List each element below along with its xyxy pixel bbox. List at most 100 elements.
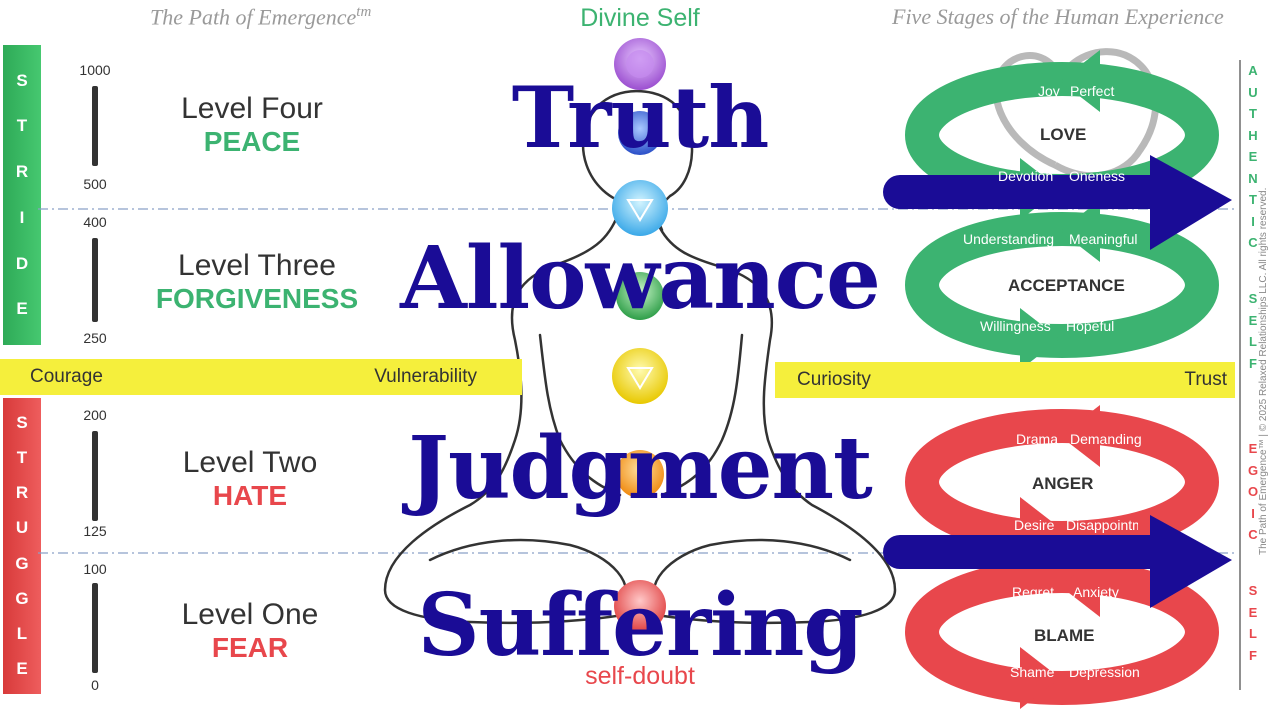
crown-chakra [614, 38, 666, 90]
authentic-letter: A [1248, 63, 1258, 78]
egoic-arrow [883, 515, 1232, 608]
struggle-letter: G [15, 553, 29, 573]
cycle-label: Oneness [1069, 168, 1126, 184]
divine-self-label: Divine Self [580, 4, 700, 32]
level-name: Level Four [181, 92, 323, 125]
stride-letter: E [16, 299, 28, 319]
self-doubt-label: self-doubt [585, 662, 695, 690]
struggle-letter: L [16, 623, 28, 643]
cycle-label: Anxiety [1073, 584, 1119, 600]
cycle-label: Joy [1038, 83, 1060, 99]
band-trust-label: Trust [1184, 369, 1227, 390]
authentic-arrow [883, 155, 1232, 250]
solar-plexus-chakra [612, 348, 668, 404]
authentic-letter: N [1248, 170, 1258, 186]
level-four: Level Four PEACE [142, 92, 362, 158]
struggle-letter: E [16, 658, 28, 678]
scale-number: 0 [91, 677, 99, 693]
level-emotion: HATE [212, 480, 288, 511]
cycle-title-acceptance: ACCEPTANCE [1008, 276, 1125, 295]
diagram-title-right: Five Stages of the Human Experience [892, 4, 1224, 29]
stride-letter: I [19, 207, 25, 227]
egoic-letter: G [1247, 462, 1259, 478]
third-eye-chakra [618, 111, 662, 155]
scale-number: 1000 [79, 62, 111, 78]
egoic-self-letter: F [1249, 647, 1257, 663]
root-chakra [614, 580, 666, 632]
egoic-self-letter: E [1248, 604, 1258, 620]
stride-letter: D [15, 253, 29, 273]
egoic-self-letter: S [1248, 583, 1258, 598]
stride-letter: S [16, 70, 28, 90]
egoic-letter: C [1248, 527, 1258, 542]
cycle-label: Desire [1014, 517, 1055, 533]
level-name: Level Three [178, 249, 336, 282]
word-judgment: Judgment [408, 418, 872, 519]
authentic-self-letter: L [1249, 334, 1257, 349]
egoic-letter: O [1247, 484, 1259, 499]
cycle-label: Disappointment [1066, 517, 1138, 533]
scale-number: 500 [83, 176, 107, 192]
authentic-letter: I [1251, 213, 1255, 229]
authentic-letter: U [1248, 84, 1258, 100]
scale-bar [92, 431, 98, 521]
diagram-title-left: The Path of Emergencetm [150, 4, 371, 30]
level-emotion: FORGIVENESS [155, 283, 359, 314]
egoic-letter: I [1251, 505, 1255, 521]
scale-bar [92, 86, 98, 166]
level-emotion: FEAR [211, 632, 289, 663]
band-courage-label: Courage [30, 366, 103, 387]
cycle-title-anger: ANGER [1032, 474, 1094, 493]
scale-bar [92, 238, 98, 322]
authentic-self-letter: S [1248, 291, 1258, 306]
band-curiosity-label: Curiosity [797, 369, 871, 390]
authentic-letter: E [1248, 149, 1258, 164]
title-left-text: The Path of Emergence [150, 4, 357, 30]
courage-vulnerability-band: Courage Vulnerability [0, 359, 522, 395]
struggle-letter: T [16, 448, 28, 468]
scale-number: 100 [83, 561, 107, 577]
cycle-label: Understanding [963, 231, 1055, 247]
stride-letter: T [16, 116, 28, 136]
cycle-label: Depression [1069, 664, 1140, 680]
copyright-notice: The Path of Emergence™ | © 2025 Relaxed … [1258, 187, 1269, 555]
scale-bar [92, 583, 98, 673]
curiosity-trust-band: Curiosity Trust [775, 362, 1235, 398]
scale-number: 200 [83, 407, 107, 423]
cycle-label: Devotion [998, 168, 1054, 184]
scale-number: 250 [83, 330, 107, 346]
egoic-letter: E [1248, 441, 1258, 456]
level-one: Level One FEAR [140, 598, 360, 664]
struggle-letter: S [16, 413, 28, 433]
cycle-label: Shame [1010, 664, 1055, 680]
authentic-letter: C [1248, 235, 1258, 250]
cycle-title-love: LOVE [1040, 125, 1087, 144]
authentic-self-letter: E [1248, 312, 1258, 328]
struggle-letter: G [15, 588, 29, 608]
authentic-self-letter: F [1249, 355, 1257, 371]
word-allowance: Allowance [400, 228, 881, 329]
cycle-label: Perfect [1070, 83, 1115, 99]
heart-chakra [616, 272, 664, 320]
level-two: Level Two HATE [140, 446, 360, 512]
cycle-title-blame: BLAME [1034, 626, 1095, 645]
cycle-ring-blame [905, 555, 1219, 709]
cycle-ring-acceptance [905, 200, 1219, 370]
scale-number: 125 [83, 523, 107, 539]
trademark-mark: tm [356, 4, 372, 20]
cycle-label: Hopeful [1066, 318, 1115, 334]
word-truth: Truth [511, 68, 770, 167]
cycle-label: Meaningful [1069, 231, 1138, 247]
egoic-self-letter: L [1249, 626, 1257, 641]
cycle-label: Demanding [1070, 431, 1142, 447]
level-name: Level Two [182, 446, 318, 479]
authentic-letter: T [1249, 106, 1257, 121]
band-vulnerability-label: Vulnerability [374, 366, 477, 387]
authentic-letter: T [1249, 192, 1257, 207]
